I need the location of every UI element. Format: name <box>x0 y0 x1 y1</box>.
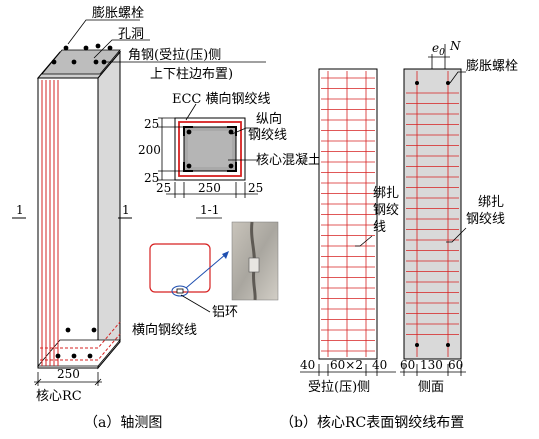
tie-strand-leader <box>355 235 373 247</box>
dim-60-left: 60 <box>400 358 415 372</box>
dim-40-left: 40 <box>300 358 315 372</box>
axonometric-column: 1 1 250 核心RC <box>12 43 132 404</box>
core-concrete-label: 核心混凝土 <box>256 152 321 168</box>
dim-25-left: 25 <box>156 181 171 195</box>
section-dims-bottom <box>166 182 258 198</box>
dim-60x2: 60×2 <box>330 358 363 372</box>
dim-60-right: 60 <box>448 358 463 372</box>
zoom-arrow <box>185 253 227 289</box>
tension-strand-grid <box>321 71 375 357</box>
angle-steel-label-2: 上下柱边布置) <box>150 67 233 82</box>
aluminum-ring <box>176 288 184 294</box>
transverse-strand-loop <box>178 121 242 177</box>
width-dimension <box>34 372 102 386</box>
section-leaders <box>185 103 258 161</box>
top-angle-steel <box>41 49 121 75</box>
zoom-arrowhead <box>222 251 229 259</box>
core-concrete-inner <box>188 131 232 167</box>
core-rc-label: 核心RC <box>36 389 82 404</box>
side-face-column: e0 N 膨胀螺栓 绑扎 钢绞线 60 130 60 侧面 <box>400 39 518 395</box>
cross-section: 25 200 25 25 250 25 1-1 ECC 横向钢绞线 纵向 钢绞线… <box>138 91 321 219</box>
dim-130: 130 <box>420 358 443 372</box>
side-tie-leader <box>446 227 467 243</box>
photo-ring <box>248 257 260 273</box>
top-bolts <box>51 43 113 65</box>
section-name: 1-1 <box>200 203 219 217</box>
ecc-strand-label: ECC 横向钢绞线 <box>172 91 271 107</box>
dim-40-right: 40 <box>372 358 387 372</box>
side-face <box>403 68 462 360</box>
dim-200: 200 <box>138 143 161 157</box>
caption-b: （b）核心RC表面钢绞线布置 <box>280 414 464 431</box>
aluminum-ring-detail: 铝环 横向钢绞线 <box>132 221 279 338</box>
column-side-face <box>97 50 121 370</box>
tie-strand-label-2: 钢绞 <box>373 202 399 218</box>
aluminum-ring-label: 铝环 <box>212 305 238 320</box>
caption-a: （a）轴测图 <box>84 415 162 431</box>
hole-label: 孔洞 <box>118 27 144 42</box>
width-dim-value: 250 <box>57 367 80 381</box>
tie-strand-label-3: 线 <box>373 220 386 235</box>
side-strand-grid <box>406 71 459 357</box>
expansion-bolt-label: 膨胀螺栓 <box>92 6 144 21</box>
bottom-bolts <box>55 327 97 359</box>
longitudinal-bars <box>186 129 234 169</box>
side-tie-label-2: 钢绞线 <box>466 211 505 227</box>
side-bolt-label: 膨胀螺栓 <box>466 59 518 74</box>
front-longitudinal-strands <box>41 80 59 366</box>
column-front-face <box>37 77 99 369</box>
longitudinal-label-1: 纵向 <box>256 111 282 127</box>
tension-side-label: 受拉(压)侧 <box>308 380 370 395</box>
dim-25-top: 25 <box>144 117 159 131</box>
dim-250: 250 <box>198 181 221 195</box>
bottom-transverse-loops <box>40 321 121 361</box>
column-leaders <box>67 19 266 63</box>
dim-25-right: 25 <box>248 181 263 195</box>
longitudinal-label-2: 钢绞线 <box>248 127 287 143</box>
side-bolt-leader <box>449 71 466 84</box>
dim-25-bottom: 25 <box>144 171 159 185</box>
e0-label: e0 <box>432 41 445 58</box>
tension-face <box>318 68 378 360</box>
strand-sketch <box>149 243 211 293</box>
section-label-left: 1 <box>16 203 24 217</box>
tension-dims <box>300 364 396 376</box>
n-label: N <box>449 39 461 53</box>
side-face-label: 侧面 <box>418 380 444 395</box>
ring-highlight <box>171 285 189 297</box>
section-label-right: 1 <box>122 203 130 217</box>
side-dims <box>400 364 466 376</box>
eccentricity-marker <box>428 44 450 69</box>
tie-strand-label-1: 绑扎 <box>373 186 399 201</box>
angle-steel-label-1: 角钢(受拉(压)侧 <box>128 48 221 63</box>
transverse-strand-label: 横向钢绞线 <box>132 322 197 338</box>
ring-leader <box>180 294 211 313</box>
side-tie-label-1: 绑扎 <box>478 195 504 210</box>
side-bolts <box>415 81 450 347</box>
tension-side-column: 绑扎 钢绞 线 40 60×2 40 受拉(压)侧 <box>300 68 399 395</box>
section-dims-left <box>158 117 184 181</box>
